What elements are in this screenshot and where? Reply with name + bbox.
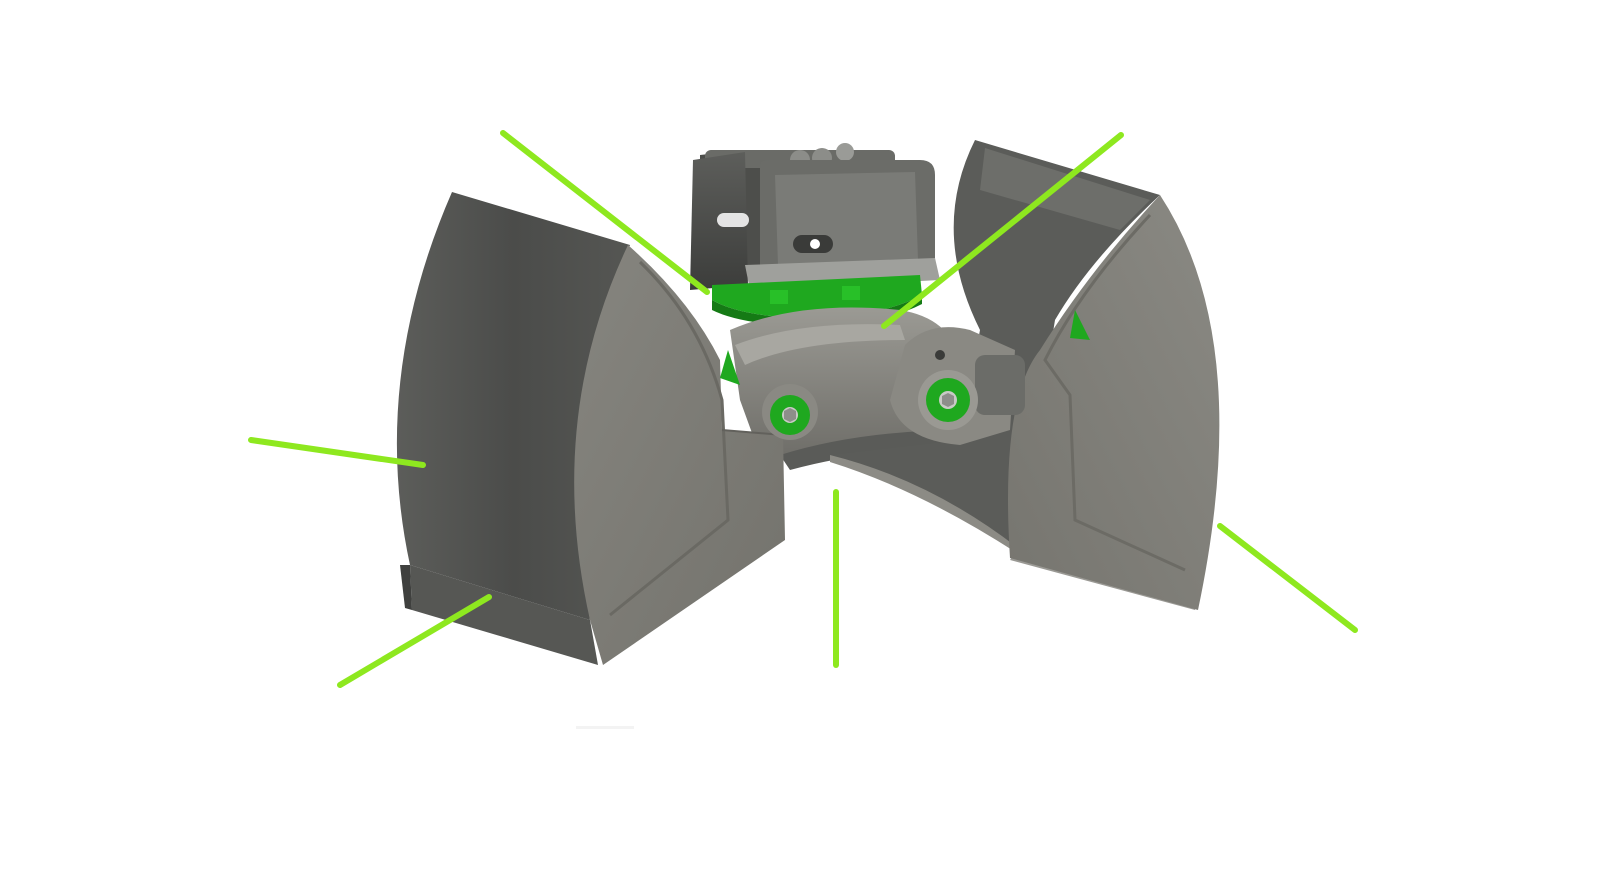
callout-lines [248, 130, 1358, 688]
right-brand-mark-icon [1070, 310, 1090, 340]
mount-bracket [690, 143, 940, 290]
floor-shadow [576, 726, 634, 729]
left-brand-mark-icon [720, 350, 740, 385]
callout-rotator [500, 130, 710, 295]
left-bucket-side-plate [574, 245, 785, 665]
callout-left-shell [248, 437, 426, 468]
callout-linkage [881, 132, 1124, 329]
left-bucket-shell [396, 192, 630, 665]
callout-cutting-edge [337, 594, 492, 688]
right-pivot-pin [890, 327, 1025, 445]
right-bucket-side-plate [1008, 195, 1220, 610]
callout-right-shell [1217, 523, 1358, 633]
left-pivot-pin [762, 384, 818, 440]
